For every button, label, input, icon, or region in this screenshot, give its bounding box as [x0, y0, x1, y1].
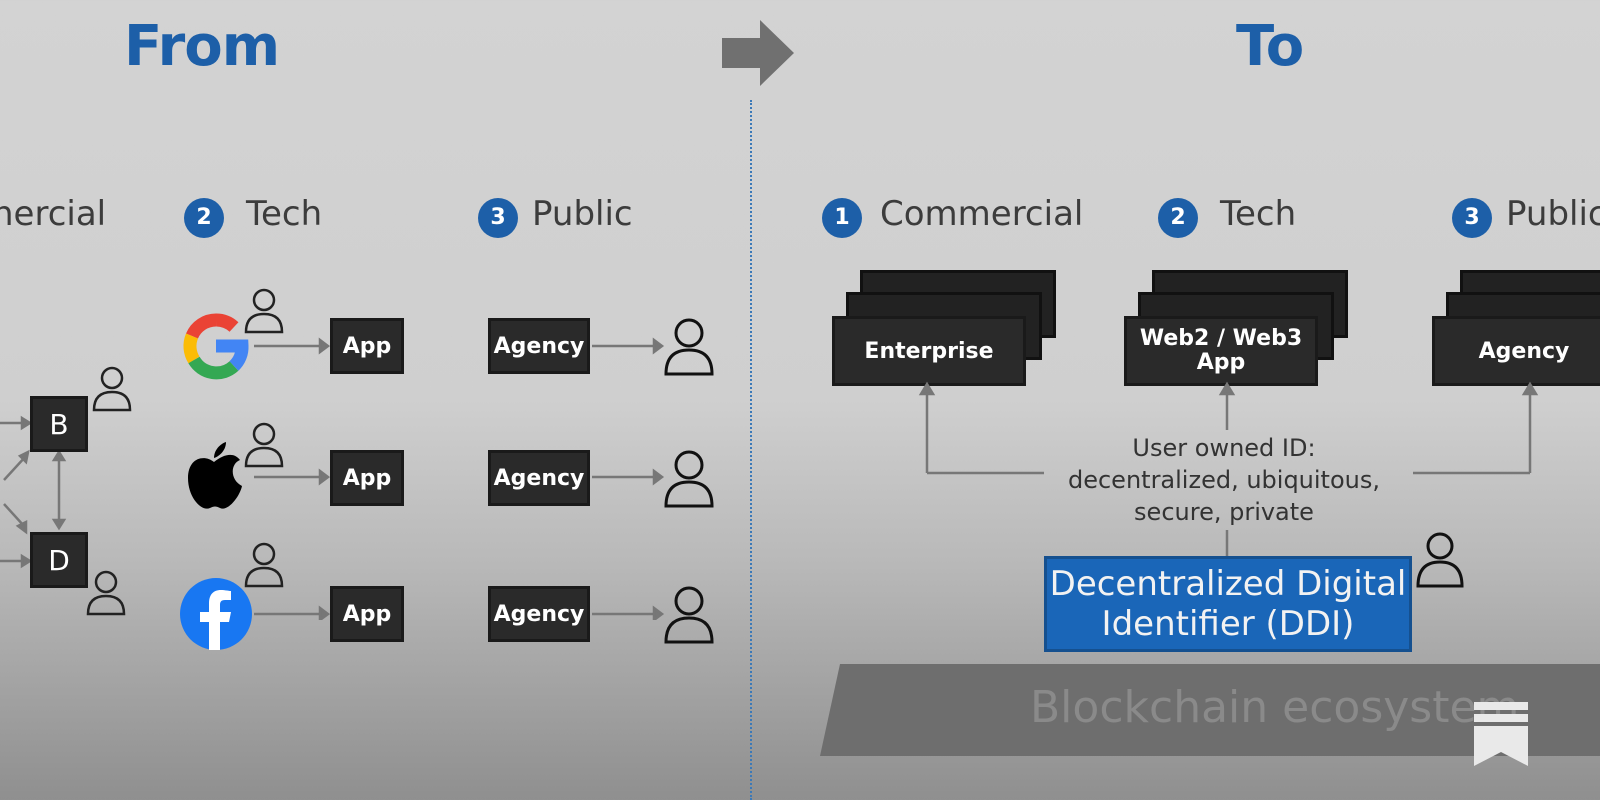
agency-box-2: Agency [488, 450, 590, 506]
web-box-line-2: App [1196, 350, 1246, 375]
ddi-line-2: Identifier (DDI) [1101, 604, 1355, 644]
user-icon [86, 570, 126, 616]
tech-app-box-1: App [330, 318, 404, 374]
blockchain-band [820, 664, 1600, 756]
enterprise-box: Enterprise [832, 316, 1026, 386]
ddi-box: Decentralized Digital Identifier (DDI) [1044, 556, 1412, 652]
tech-app-box-3: App [330, 586, 404, 642]
apple-logo-icon [188, 442, 242, 509]
to-tech-label: Tech [1220, 194, 1297, 234]
user-icon [92, 366, 132, 412]
note-line-1: User owned ID: [1132, 434, 1316, 462]
note-line-3: secure, private [1134, 498, 1314, 526]
user-owned-id-note: User owned ID: decentralized, ubiquitous… [1044, 432, 1404, 528]
from-tech-label: Tech [246, 194, 323, 234]
web-box-line-1: Web2 / Web3 [1139, 326, 1303, 351]
agency-arrow-lines [592, 337, 665, 620]
web2-web3-app-box: Web2 / Web3 App [1124, 316, 1318, 386]
facebook-logo-icon [180, 578, 252, 650]
tech-app-box-2: App [330, 450, 404, 506]
google-logo-icon [183, 313, 249, 380]
note-line-2: decentralized, ubiquitous, [1067, 466, 1380, 494]
blockchain-label: Blockchain ecosystem [1030, 682, 1520, 733]
to-public-number: 3 [1452, 198, 1492, 238]
user-icon [664, 450, 714, 508]
user-icon [244, 288, 284, 334]
user-icon [1416, 532, 1464, 588]
ddi-line-1: Decentralized Digital [1049, 564, 1407, 604]
to-tech-number: 2 [1158, 198, 1198, 238]
to-commercial-number: 1 [822, 198, 862, 238]
to-commercial-label: Commercial [880, 194, 1084, 234]
user-icon [664, 586, 714, 644]
arrow-right-icon [722, 20, 794, 86]
divider [750, 100, 752, 800]
user-icon [664, 318, 714, 376]
from-commercial-label: nercial [0, 194, 107, 234]
substack-icon [1474, 702, 1528, 766]
user-icon [244, 422, 284, 468]
arrow-lines [254, 337, 330, 620]
from-public-number: 3 [478, 198, 518, 238]
agency-box-3: Agency [488, 586, 590, 642]
user-icon [244, 542, 284, 588]
node-d: D [30, 532, 88, 588]
node-b: B [30, 396, 88, 452]
from-tech-number: 2 [184, 198, 224, 238]
agency-box-1: Agency [488, 318, 590, 374]
from-title: From [124, 14, 280, 79]
to-title: To [1236, 14, 1304, 79]
to-public-label: Public [1506, 194, 1600, 234]
connector-lines [918, 381, 1539, 558]
from-public-label: Public [532, 194, 633, 234]
node-diagram-lines [0, 415, 67, 569]
to-agency-box: Agency [1432, 316, 1600, 386]
